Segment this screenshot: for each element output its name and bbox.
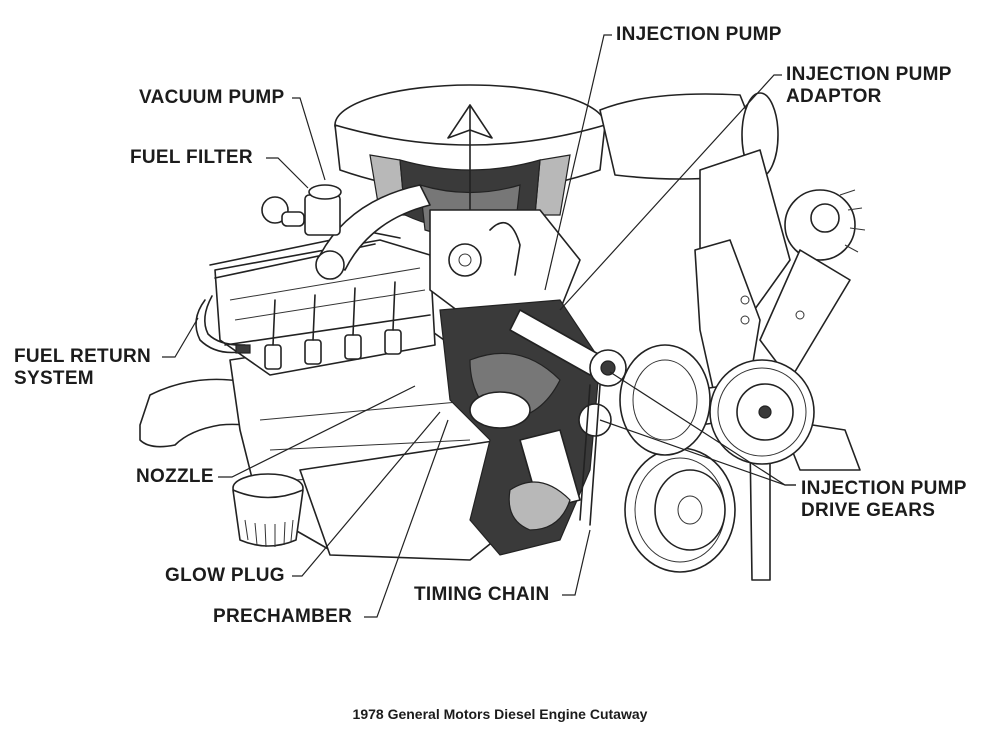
label-timing-chain: TIMING CHAIN (414, 584, 550, 605)
label-fuel-return-line1: FUEL RETURN (14, 346, 152, 367)
leader-injection-pump (544, 34, 612, 291)
fan-gear-wheel (709, 359, 815, 465)
oil-filter (232, 473, 304, 548)
vacuum-pump-assembly (261, 184, 342, 236)
label-drive-gears-line1: INJECTION PUMP (801, 478, 967, 499)
leader-fuel-return (162, 317, 199, 358)
leader-fuel-filter (266, 157, 309, 189)
label-injection-pump-drive-gears: INJECTION PUMP DRIVE GEARS (801, 478, 967, 522)
label-vacuum-pump: VACUUM PUMP (139, 87, 285, 108)
crank-pulleys (619, 344, 736, 573)
label-glow-plug: GLOW PLUG (165, 565, 285, 586)
label-injection-pump-adaptor: INJECTION PUMP ADAPTOR (786, 64, 952, 108)
injector-nozzles (264, 281, 402, 370)
fuel-return-lines (195, 295, 251, 354)
label-injection-pump-adaptor-line2: ADAPTOR (786, 86, 882, 107)
leader-timing-chain (562, 529, 591, 596)
label-injection-pump-adaptor-line1: INJECTION PUMP (786, 64, 952, 85)
injection-pump-drive (509, 309, 627, 526)
intake-elbow (315, 184, 431, 280)
leader-injection-pump-adaptor (559, 74, 782, 311)
leader-prechamber (364, 419, 449, 618)
label-fuel-return-system: FUEL RETURN SYSTEM (14, 346, 151, 390)
label-prechamber: PRECHAMBER (213, 606, 353, 627)
figure-caption: 1978 General Motors Diesel Engine Cutawa… (352, 706, 648, 722)
label-fuel-filter: FUEL FILTER (130, 147, 253, 168)
leader-drive-gears-2 (599, 419, 796, 486)
label-drive-gears-line2: DRIVE GEARS (801, 500, 936, 521)
label-fuel-return-line2: SYSTEM (14, 368, 94, 389)
leader-vacuum-pump (292, 97, 326, 181)
valve-cover (209, 231, 436, 376)
label-injection-pump: INJECTION PUMP (616, 24, 782, 45)
label-nozzle: NOZZLE (136, 466, 214, 487)
injection-pump-body (429, 209, 581, 321)
cutaway-interior (439, 299, 601, 556)
leader-glow-plug (292, 411, 441, 577)
leader-lines (162, 34, 796, 618)
leader-nozzle (218, 385, 416, 478)
